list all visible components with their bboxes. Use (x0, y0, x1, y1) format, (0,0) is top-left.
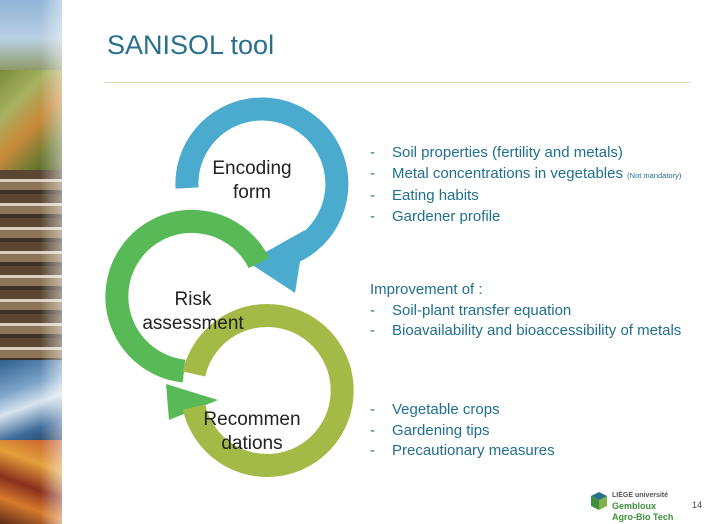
risk-assessment-label: Risk assessment (118, 288, 268, 336)
encoding-form-line1: Encoding (212, 158, 292, 179)
list-item: Gardener profile (370, 207, 681, 228)
list-item: Precautionary measures (370, 441, 555, 462)
recommendations-line1: Recommen (203, 409, 301, 430)
risk-intro: Improvement of : (370, 281, 483, 298)
encoding-form-line2: form (233, 182, 271, 203)
risk-arrow-head (166, 384, 218, 420)
recommendations-line2: dations (221, 433, 283, 454)
not-mandatory-note: (Not mandatory) (627, 170, 682, 180)
encoding-arrow-ring (175, 97, 349, 266)
recommendations-label: Recommen dations (177, 408, 327, 456)
list-item: Bioavailability and bioaccessibility of … (370, 321, 681, 342)
strip-fade (40, 0, 100, 524)
risk-assessment-details: Improvement of : Soil-plant transfer equ… (370, 280, 681, 342)
logo-line1: LIÈGE université (612, 492, 669, 499)
recommendations-ring (182, 304, 354, 477)
encoding-form-details: Soil properties (fertility and metals) M… (370, 143, 681, 227)
list-item: Soil-plant transfer equation (370, 301, 681, 322)
logo-line3: Agro-Bio Tech (612, 512, 674, 522)
list-item: Metal concentrations in vegetables (Not … (370, 164, 681, 187)
logo-mark-icon (591, 492, 607, 510)
risk-assessment-line2: assessment (142, 313, 244, 334)
university-logo: LIÈGE université Gembloux Agro-Bio Tech (589, 490, 679, 522)
list-item: Vegetable crops (370, 400, 555, 421)
page-number: 14 (692, 500, 703, 510)
encoding-arrow-head (248, 230, 305, 293)
risk-arrow-ring (105, 209, 270, 383)
logo-line2: Gembloux (612, 501, 657, 511)
list-item: Gardening tips (370, 421, 555, 442)
encoding-form-label: Encoding form (177, 157, 327, 205)
risk-assessment-line1: Risk (174, 289, 212, 310)
list-item: Soil properties (fertility and metals) (370, 143, 681, 164)
slide-title: SANISOL tool (107, 30, 275, 60)
title-divider (104, 82, 690, 83)
list-item: Eating habits (370, 186, 681, 207)
cycle-diagram (105, 97, 354, 477)
recommendations-details: Vegetable crops Gardening tips Precautio… (370, 400, 555, 462)
